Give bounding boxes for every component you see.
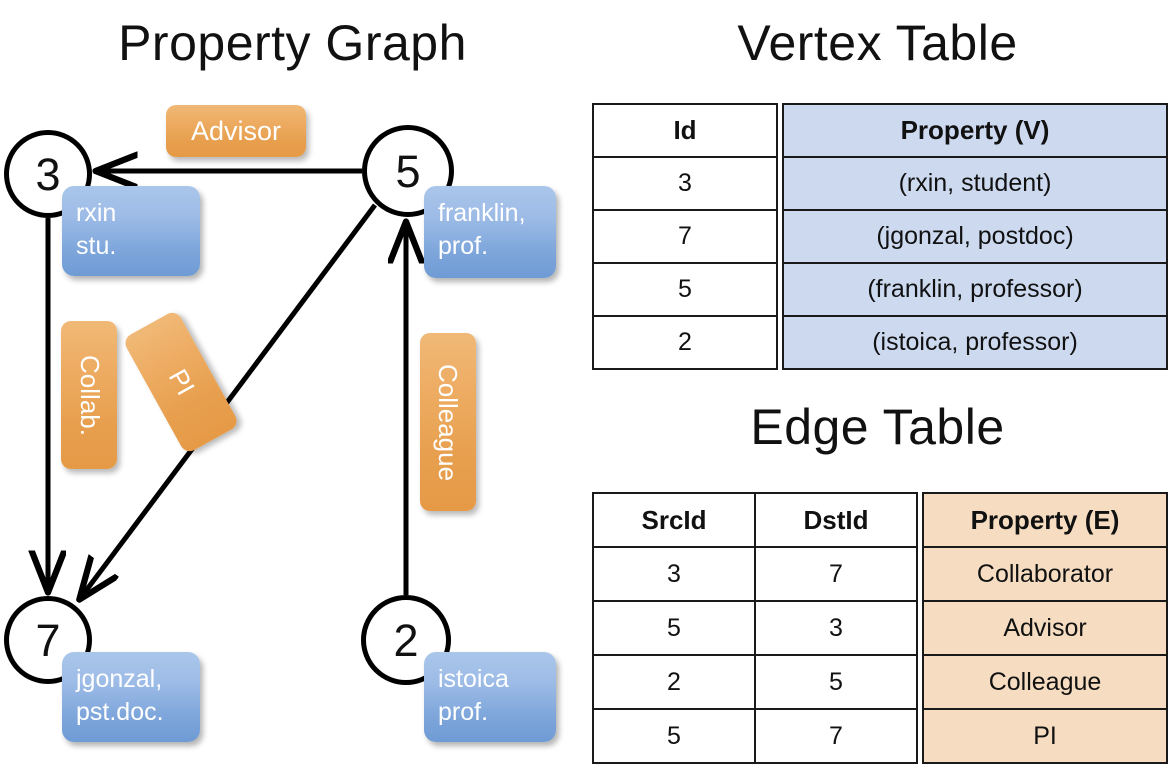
table-header-row: Property (V) xyxy=(782,103,1168,158)
table-row[interactable]: (jgonzal, postdoc) xyxy=(782,209,1168,264)
vertex-table-cell-property: (istoica, professor) xyxy=(782,315,1168,370)
edge-line-pi xyxy=(82,203,378,596)
vertex-property-chip-3-line2: stu. xyxy=(76,232,117,260)
table-row[interactable]: Colleague xyxy=(922,654,1168,710)
vertex-table-cell-id: 7 xyxy=(592,209,778,264)
vertex-property-chip-7: jgonzal, pst.doc. xyxy=(62,652,200,742)
page-title-property-graph: Property Graph xyxy=(118,15,467,71)
edge-table-cell-srcid: 5 xyxy=(592,600,756,656)
vertex-table-cell-id: 5 xyxy=(592,262,778,317)
table-row[interactable]: 2 xyxy=(592,315,778,370)
table-header-row: Property (E) xyxy=(922,492,1168,548)
edge-property-chip-advisor: Advisor xyxy=(166,105,306,157)
edge-table-cell-property: Colleague xyxy=(922,654,1168,710)
property-graph-diagram: 3 5 7 2 rxin stu. franklin, prof. jgonza… xyxy=(0,0,585,760)
edge-property-chip-advisor-label: Advisor xyxy=(190,115,282,146)
vertex-table-cell-id: 3 xyxy=(592,156,778,211)
edge-table-cell-property: Advisor xyxy=(922,600,1168,656)
table-row[interactable]: (istoica, professor) xyxy=(782,315,1168,370)
table-row[interactable]: 3 xyxy=(592,156,778,211)
page-title-edge-table: Edge Table xyxy=(750,399,1005,455)
graph-edge-lines xyxy=(0,0,585,760)
table-header-row: Id xyxy=(592,103,778,158)
edge-property-chip-collab: Collab. xyxy=(61,321,117,469)
edge-table-cell-dstid: 3 xyxy=(754,600,918,656)
edge-table-cell-dstid: 7 xyxy=(754,546,918,602)
table-row[interactable]: 3 7 xyxy=(592,546,918,602)
edge-property-chip-colleague-label: Colleague xyxy=(433,363,464,481)
table-row[interactable]: (franklin, professor) xyxy=(782,262,1168,317)
vertex-table-cell-property: (jgonzal, postdoc) xyxy=(782,209,1168,264)
vertex-property-chip-7-line1: jgonzal, xyxy=(76,665,163,693)
vertex-table-cell-property: (franklin, professor) xyxy=(782,262,1168,317)
vertex-table-cell-property: (rxin, student) xyxy=(782,156,1168,211)
vertex-table-header-property: Property (V) xyxy=(782,103,1168,158)
graph-node-5-label: 5 xyxy=(395,145,421,197)
graph-node-7-label: 7 xyxy=(35,614,61,666)
vertex-property-chip-2-line2: prof. xyxy=(438,698,489,726)
vertex-property-chip-3: rxin stu. xyxy=(62,186,200,276)
edge-table-key-columns: SrcId DstId 3 7 5 3 2 5 5 7 xyxy=(592,492,918,764)
vertex-property-chip-5-line1: franklin, xyxy=(438,199,526,227)
table-row[interactable]: (rxin, student) xyxy=(782,156,1168,211)
vertex-table-id-column: Id 3 7 5 2 xyxy=(592,103,778,370)
edge-table-cell-srcid: 2 xyxy=(592,654,756,710)
table-row[interactable]: 7 xyxy=(592,209,778,264)
vertex-table-cell-id: 2 xyxy=(592,315,778,370)
edge-table-cell-srcid: 5 xyxy=(592,708,756,764)
edge-property-chip-collab-label: Collab. xyxy=(74,354,105,436)
graph-node-3-label: 3 xyxy=(35,148,61,200)
vertex-table-header-id: Id xyxy=(592,103,778,158)
edge-table-cell-property: Collaborator xyxy=(922,546,1168,602)
page-title-vertex-table: Vertex Table xyxy=(737,15,1018,71)
edge-table-header-property: Property (E) xyxy=(922,492,1168,548)
edge-table-cell-srcid: 3 xyxy=(592,546,756,602)
table-row[interactable]: Advisor xyxy=(922,600,1168,656)
table-row[interactable]: 5 7 xyxy=(592,708,918,764)
edge-table-header-srcid: SrcId xyxy=(592,492,756,548)
vertex-property-chip-7-line2: pst.doc. xyxy=(76,698,164,726)
table-row[interactable]: 5 xyxy=(592,262,778,317)
graph-node-2-label: 2 xyxy=(393,614,419,666)
edge-table-property-column: Property (E) Collaborator Advisor Collea… xyxy=(922,492,1168,764)
vertex-property-chip-2: istoica prof. xyxy=(424,652,556,742)
vertex-table-property-column: Property (V) (rxin, student) (jgonzal, p… xyxy=(782,103,1168,370)
table-row[interactable]: 2 5 xyxy=(592,654,918,710)
table-row[interactable]: 5 3 xyxy=(592,600,918,656)
table-header-row: SrcId DstId xyxy=(592,492,918,548)
edge-table-cell-dstid: 7 xyxy=(754,708,918,764)
vertex-property-chip-5: franklin, prof. xyxy=(424,186,556,278)
graph-node-5[interactable]: 5 xyxy=(362,125,454,217)
edge-property-chip-pi-label: PI xyxy=(162,363,201,400)
edge-table-cell-property: PI xyxy=(922,708,1168,764)
vertex-property-chip-3-line1: rxin xyxy=(76,199,117,227)
table-row[interactable]: Collaborator xyxy=(922,546,1168,602)
table-row[interactable]: PI xyxy=(922,708,1168,764)
graph-node-2[interactable]: 2 xyxy=(361,595,451,685)
edge-property-chip-colleague: Colleague xyxy=(420,333,476,511)
vertex-property-chip-5-line2: prof. xyxy=(438,232,489,260)
vertex-property-chip-2-line1: istoica xyxy=(438,665,509,693)
edge-table-cell-dstid: 5 xyxy=(754,654,918,710)
edge-table-header-dstid: DstId xyxy=(754,492,918,548)
